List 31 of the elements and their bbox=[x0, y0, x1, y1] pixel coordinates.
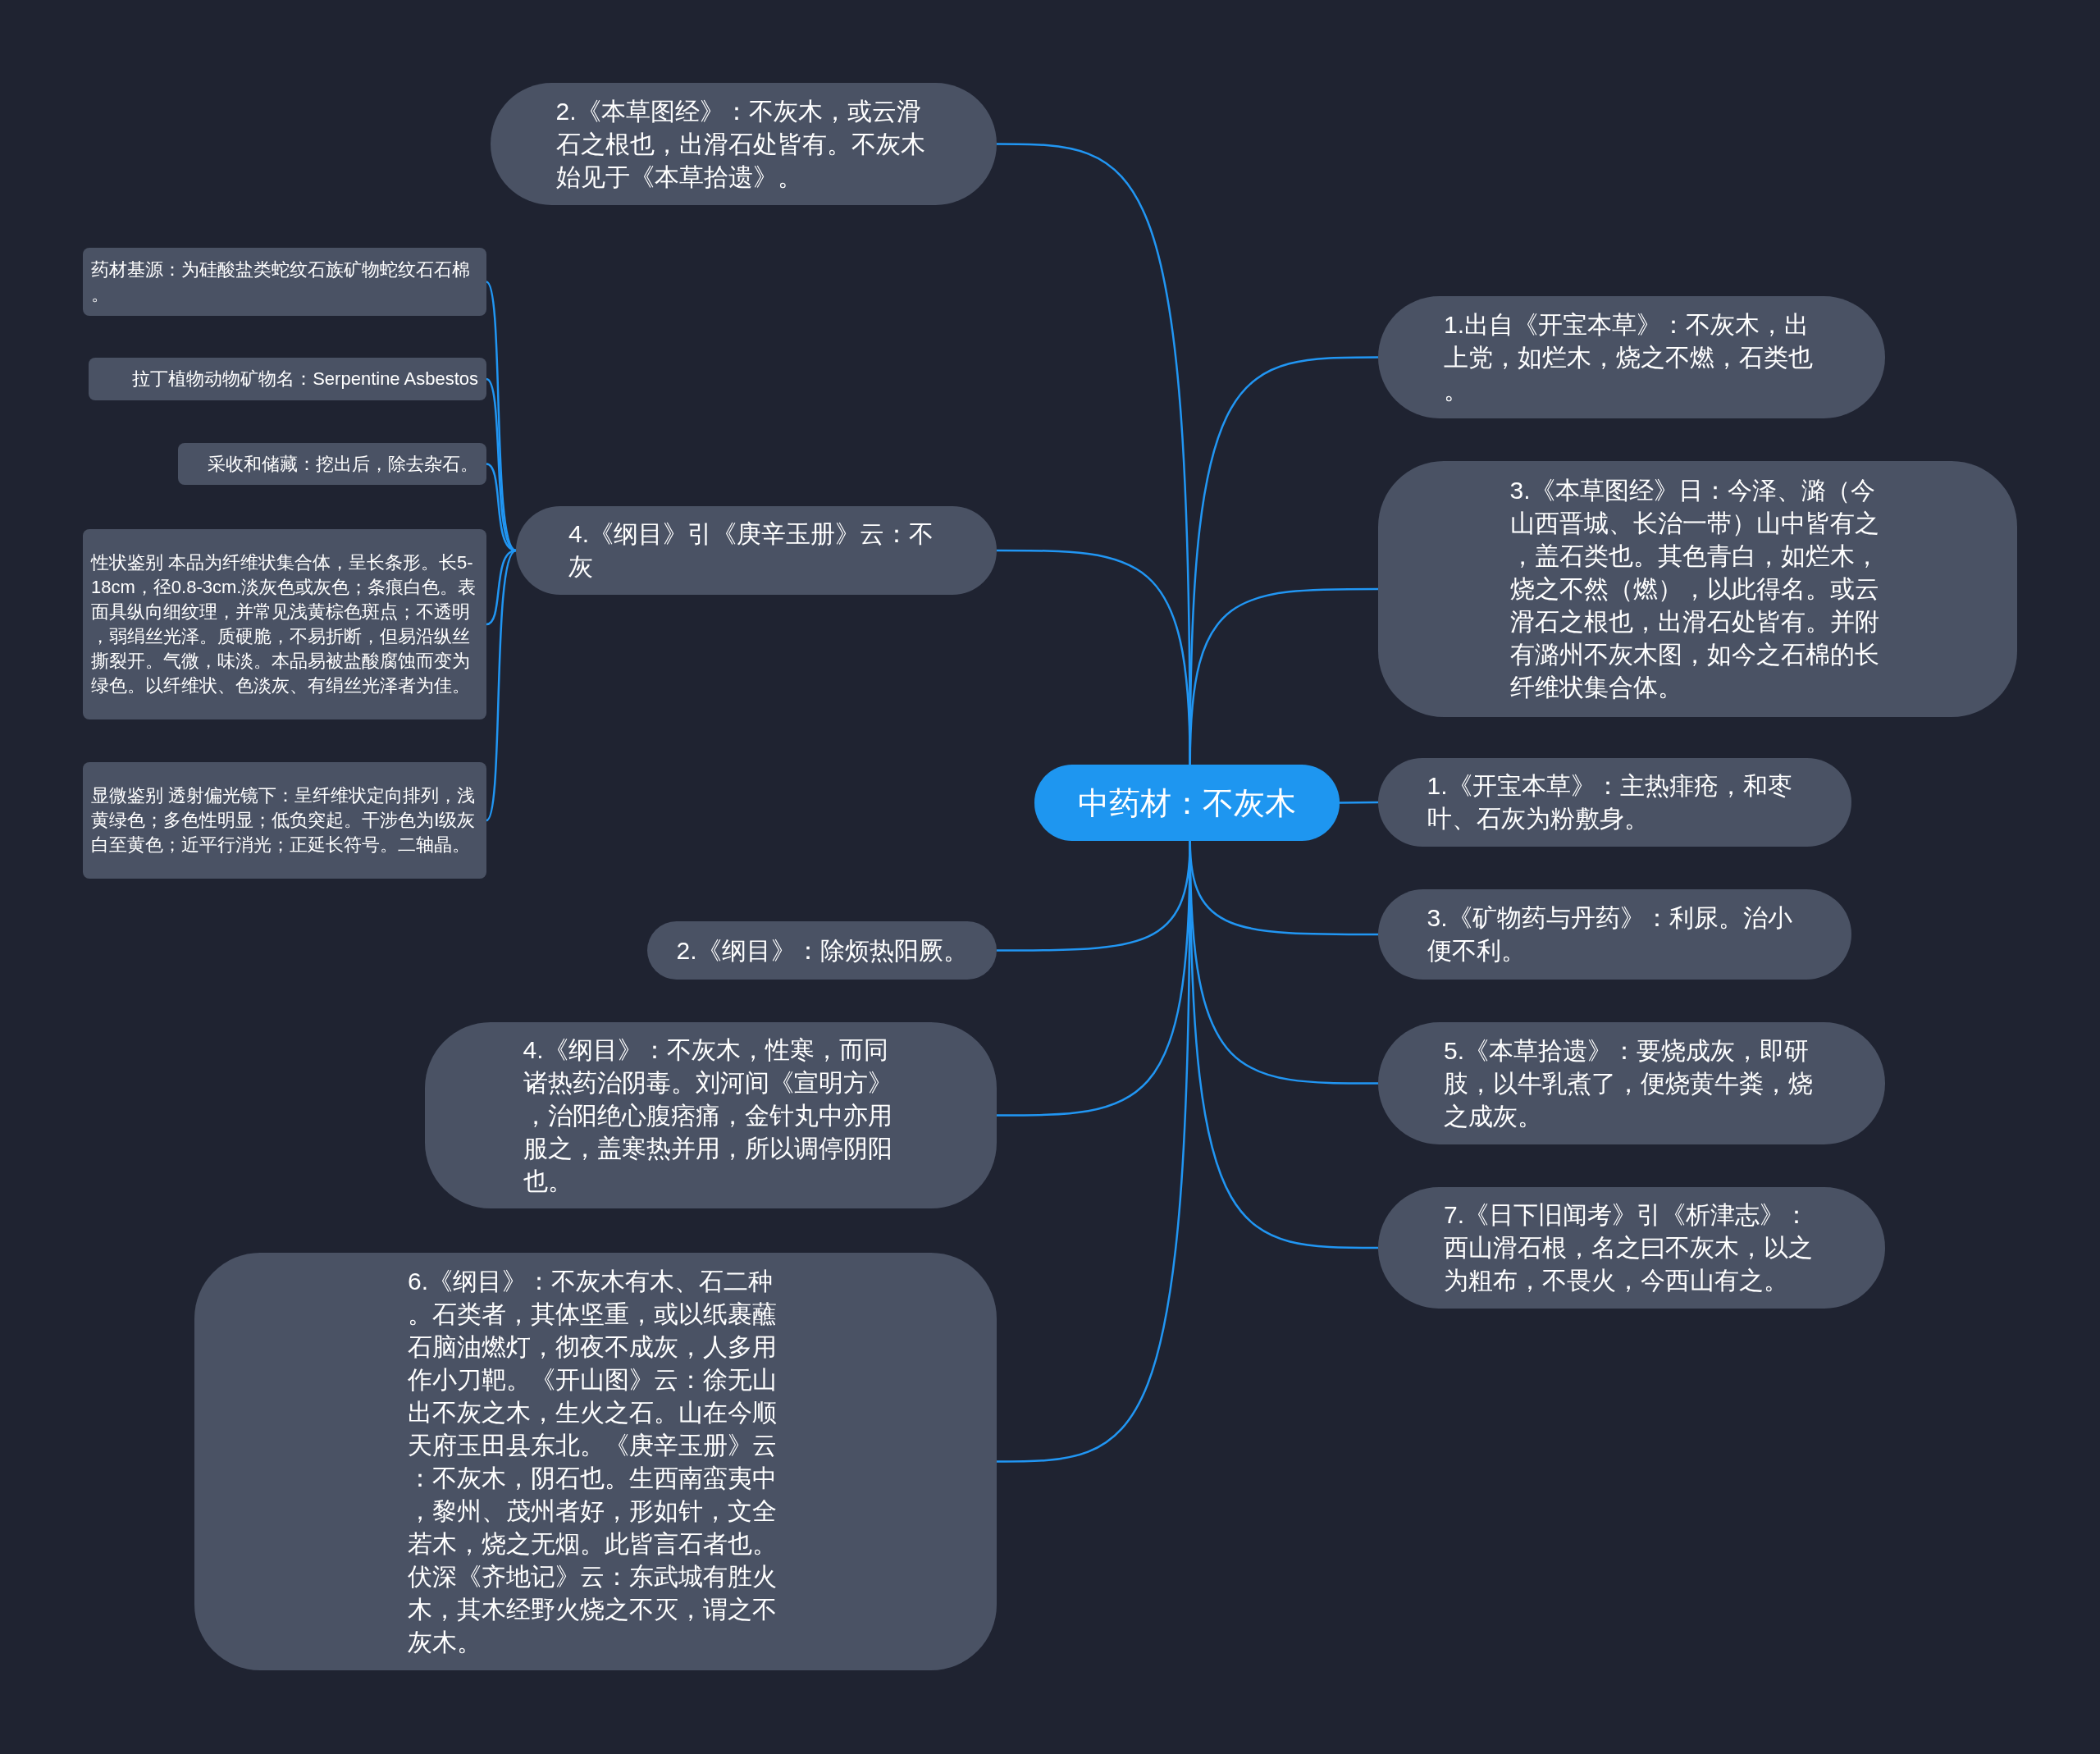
topic-text: 2.《本草图经》：不灰木，或云滑石之根也，出滑石处皆有。不灰木始见于《本草拾遗》。 bbox=[555, 96, 926, 192]
topic-box bbox=[89, 358, 486, 400]
topic-text: 7.《日下旧闻考》引《析津志》：西山滑石根，名之曰不灰木，以之为粗布，不畏火，今西山有之。 bbox=[1444, 1200, 1814, 1295]
topic-text: 3.《本草图经》日：今泽、潞（今山西晋城、长治一带）山中皆有之，盖石类也。其色青白，如烂木，烧之不然（燃），以此得名。或云滑石之根也，出滑石处皆有。并附有潞州不灰木图，如今之石棉的长纤维状集合体。 bbox=[1509, 476, 1880, 702]
topic-text: 显微鉴别 透射偏光镜下：呈纤维状定向排列，浅黄绿色；多色性明显；低负突起。干涉色为Ⅰ级灰白至黄色；近平行消光；正延长符号。二轴晶。 bbox=[91, 784, 477, 856]
topic-text: 拉丁植物动物矿物名：Serpentine Asbestos bbox=[132, 368, 478, 391]
topic-text: 采收和储藏：挖出后，除去杂石。 bbox=[208, 452, 478, 476]
topic-text: 4.《纲目》：不灰木，性寒，而同诸热药治阴毒。刘河间《宣明方》，治阳绝心腹痞痛，金针丸中亦用服之，盖寒热并用，所以调停阴阳也。 bbox=[523, 1035, 893, 1196]
connector-line bbox=[1189, 587, 1378, 765]
topic-box bbox=[178, 443, 486, 485]
connector-line bbox=[486, 549, 517, 626]
connector-line bbox=[486, 378, 517, 552]
topic-box bbox=[194, 1253, 997, 1670]
topic-text: 5.《本草拾遗》：要烧成灰，即研肢，以牛乳煮了，便烧黄牛粪，烧之成灰。 bbox=[1444, 1035, 1814, 1131]
topic-text: 6.《纲目》：不灰木有木、石二种。石类者，其体坚重，或以纸裹蘸石脑油燃灯，彻夜不成灰，人多用作小刀靶。《开山图》云：徐无山出不灰之木，生火之石。山在今顺天府玉田县东北。《庚辛玉册》云：不灰木，阴石也。生西南蛮夷中，黎州、茂州者好，形如针，文全若木，烧之无烟。此皆言石者也。伏深《齐地记》云：东武城有胜火木，其木经野火烧之不灭，谓之不灰木。 bbox=[408, 1266, 778, 1657]
topic-text: 中药材：不灰木 bbox=[1078, 784, 1296, 822]
topic-text: 2.《纲目》：除烦热阳厥。 bbox=[676, 935, 968, 966]
topic-box bbox=[425, 1022, 997, 1208]
connector-line bbox=[486, 550, 517, 821]
topic-text: 4.《纲目》引《庚辛玉册》云：不灰 bbox=[568, 519, 935, 582]
topic-text: 性状鉴别 本品为纤维状集合体，呈长条形。长5-18cm，径0.8-3cm.淡灰色或灰色；条痕白色。表面具纵向细纹理，并常见浅黄棕色斑点；不透明，弱绢丝光泽。质硬脆，不易折断，但易沿纵丝撕裂开。气微，味淡。本品易被盐酸腐蚀而变为绿色。以纤维状、色淡灰、有绢丝光泽者为佳。 bbox=[91, 551, 477, 697]
topic-box bbox=[83, 248, 486, 316]
connector-line bbox=[486, 463, 517, 552]
topic-text: 药材基源：为硅酸盐类蛇纹石族矿物蛇纹石石棉。 bbox=[91, 258, 471, 306]
topic-text: 1.《开宝本草》：主热痱疮，和枣叶、石灰为粉敷身。 bbox=[1427, 771, 1793, 834]
topic-text: 3.《矿物药与丹药》：利尿。治小便不利。 bbox=[1427, 903, 1793, 966]
topic-text: 1.出自《开宝本草》：不灰木，出上党，如烂木，烧之不燃，石类也。 bbox=[1444, 309, 1814, 405]
topic-box bbox=[83, 762, 486, 879]
connector-line bbox=[1340, 801, 1378, 804]
topic-box bbox=[1378, 461, 2017, 717]
topic-box bbox=[83, 529, 486, 719]
